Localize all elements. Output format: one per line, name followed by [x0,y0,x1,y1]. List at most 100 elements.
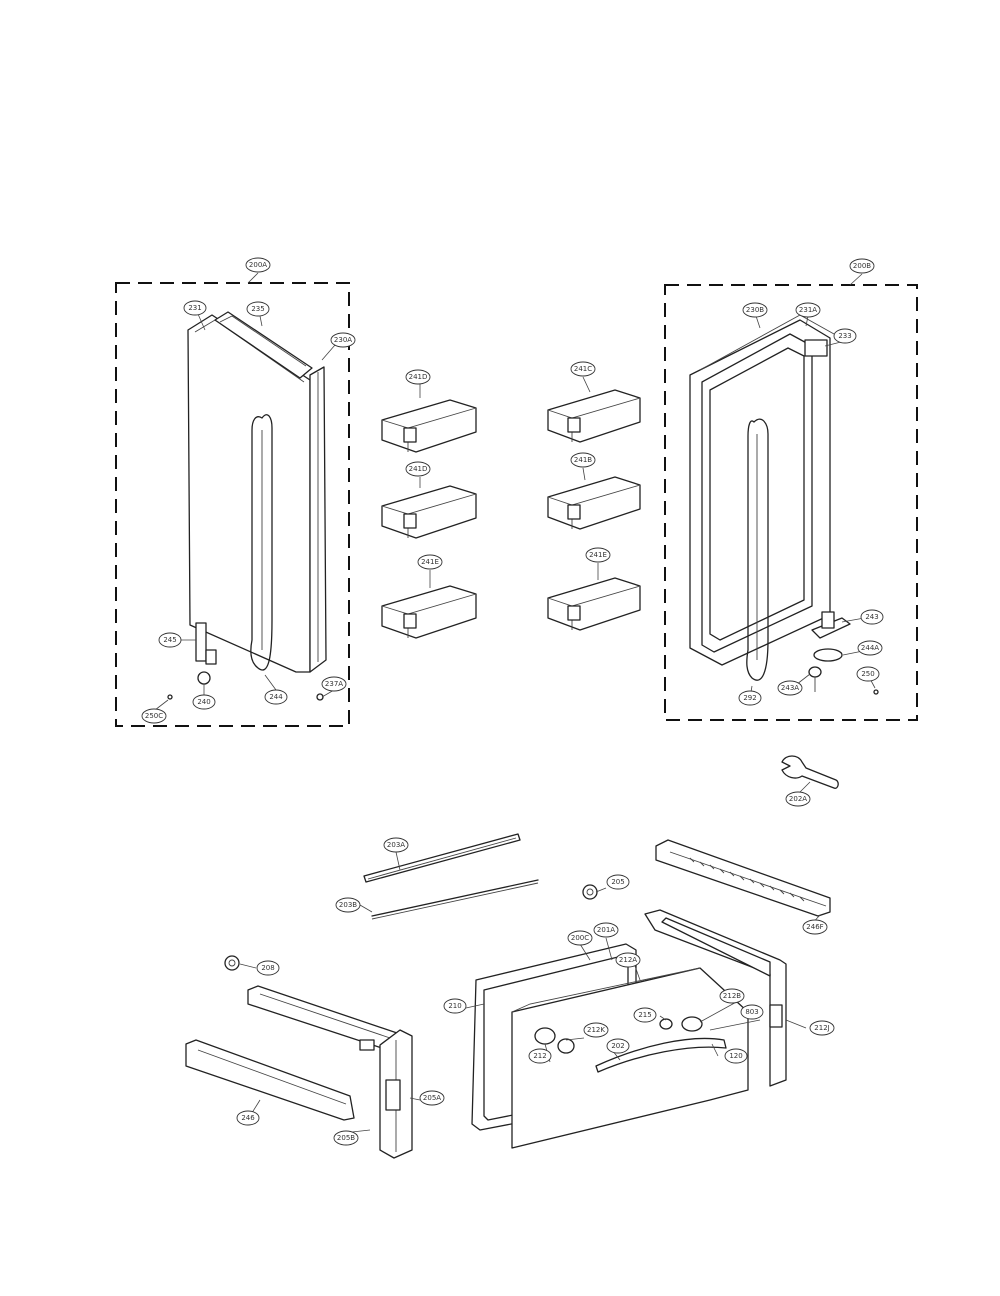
svg-text:212J: 212J [814,1024,829,1032]
svg-text:241D: 241D [409,465,428,473]
svg-text:241E: 241E [589,551,607,559]
svg-text:200C: 200C [571,934,589,942]
svg-text:237A: 237A [325,680,343,688]
callout-250: 250 [856,666,880,682]
svg-text:241B: 241B [574,456,592,464]
callout-200b: 200B [849,258,875,274]
svg-text:241E: 241E [421,558,439,566]
callout-200c: 200C [567,930,593,946]
freezer-drawer-assembly [185,833,831,1159]
svg-text:240: 240 [197,698,210,706]
callout-246f: 246F [802,919,828,935]
drawer-rail-bar [363,833,521,883]
door-bins [381,376,641,639]
callout-202: 202 [606,1038,630,1054]
callout-241c: 241C [570,361,596,377]
callout-231a: 231A [795,302,821,318]
right-drawer-bracket [644,909,787,1087]
svg-text:235: 235 [251,305,264,313]
callout-244: 244 [264,689,288,705]
callout-200a: 200A [245,257,271,273]
door-bin-right-2 [547,476,641,530]
svg-text:231: 231 [188,304,201,312]
svg-text:212K: 212K [587,1026,605,1034]
callout-241d-2: 241D [405,461,431,477]
callout-243: 243 [860,609,884,625]
wrench-tool [781,755,839,793]
callout-203b: 203B [335,897,361,913]
left-drawer-bracket [379,1029,413,1159]
svg-text:212A: 212A [619,956,637,964]
svg-text:203A: 203A [387,841,405,849]
left-door-assembly-boundary [115,282,350,727]
svg-text:202: 202 [611,1042,624,1050]
door-bin-left-3 [381,585,477,639]
left-slide-rail [247,985,401,1051]
callout-241e-1: 241E [417,554,443,570]
svg-text:212: 212 [533,1052,546,1060]
svg-text:243: 243 [865,613,878,621]
svg-text:245: 245 [163,636,176,644]
svg-text:246F: 246F [806,923,823,931]
callout-201a: 201A [593,922,619,938]
callout-120: 120 [724,1048,748,1064]
drawer-rod [371,879,539,917]
svg-text:201A: 201A [597,926,615,934]
svg-text:203B: 203B [339,901,357,909]
callout-241e-2: 241E [585,547,611,563]
svg-text:241C: 241C [574,365,592,373]
callout-205b: 205B [333,1130,359,1146]
svg-text:292: 292 [743,694,756,702]
svg-text:243A: 243A [781,684,799,692]
right-slide-rail-top [655,839,831,917]
right-door-assembly-boundary [664,284,918,721]
callout-243a: 243A [777,680,803,696]
callout-212k: 212K [583,1022,609,1038]
svg-text:250C: 250C [145,712,163,720]
callout-215: 215 [633,1007,657,1023]
callout-246: 246 [236,1110,260,1126]
svg-text:215: 215 [638,1011,651,1019]
callout-205a: 205A [419,1090,445,1106]
svg-text:205B: 205B [337,1134,355,1142]
svg-text:244A: 244A [861,644,879,652]
callout-241d-1: 241D [405,369,431,385]
callout-231: 231 [183,300,207,316]
svg-text:205: 205 [611,878,624,886]
callout-803: 803 [740,1004,764,1020]
svg-text:208: 208 [261,964,274,972]
callout-230b: 230B [742,302,768,318]
svg-text:212B: 212B [723,992,741,1000]
svg-text:250: 250 [861,670,874,678]
svg-text:200A: 200A [249,261,267,269]
callout-230a: 230A [330,332,356,348]
left-door-top-frame [214,311,313,379]
callout-212: 212 [528,1048,552,1064]
callout-212a: 212A [615,952,641,968]
callout-235: 235 [246,301,270,317]
callout-203a: 203A [383,837,409,853]
door-bin-left-1 [381,399,477,453]
callout-205: 205 [606,874,630,890]
door-bin-left-2 [381,485,477,539]
callout-233: 233 [833,328,857,344]
callout-250c: 250C [141,708,167,724]
svg-text:230B: 230B [746,306,764,314]
svg-text:200B: 200B [853,262,871,270]
door-bin-right-3 [547,577,641,631]
callout-245: 245 [158,632,182,648]
svg-text:246: 246 [241,1114,255,1122]
callout-210: 210 [443,998,467,1014]
callout-244a: 244A [857,640,883,656]
svg-text:241D: 241D [409,373,428,381]
svg-text:233: 233 [838,332,851,340]
callout-202a: 202A [785,791,811,807]
right-door-handle [746,418,769,681]
callout-240: 240 [192,694,216,710]
callout-208: 208 [256,960,280,976]
svg-text:803: 803 [745,1008,758,1016]
left-bottom-hinge [195,622,207,662]
right-door-assembly [664,273,918,721]
svg-text:120: 120 [729,1052,742,1060]
